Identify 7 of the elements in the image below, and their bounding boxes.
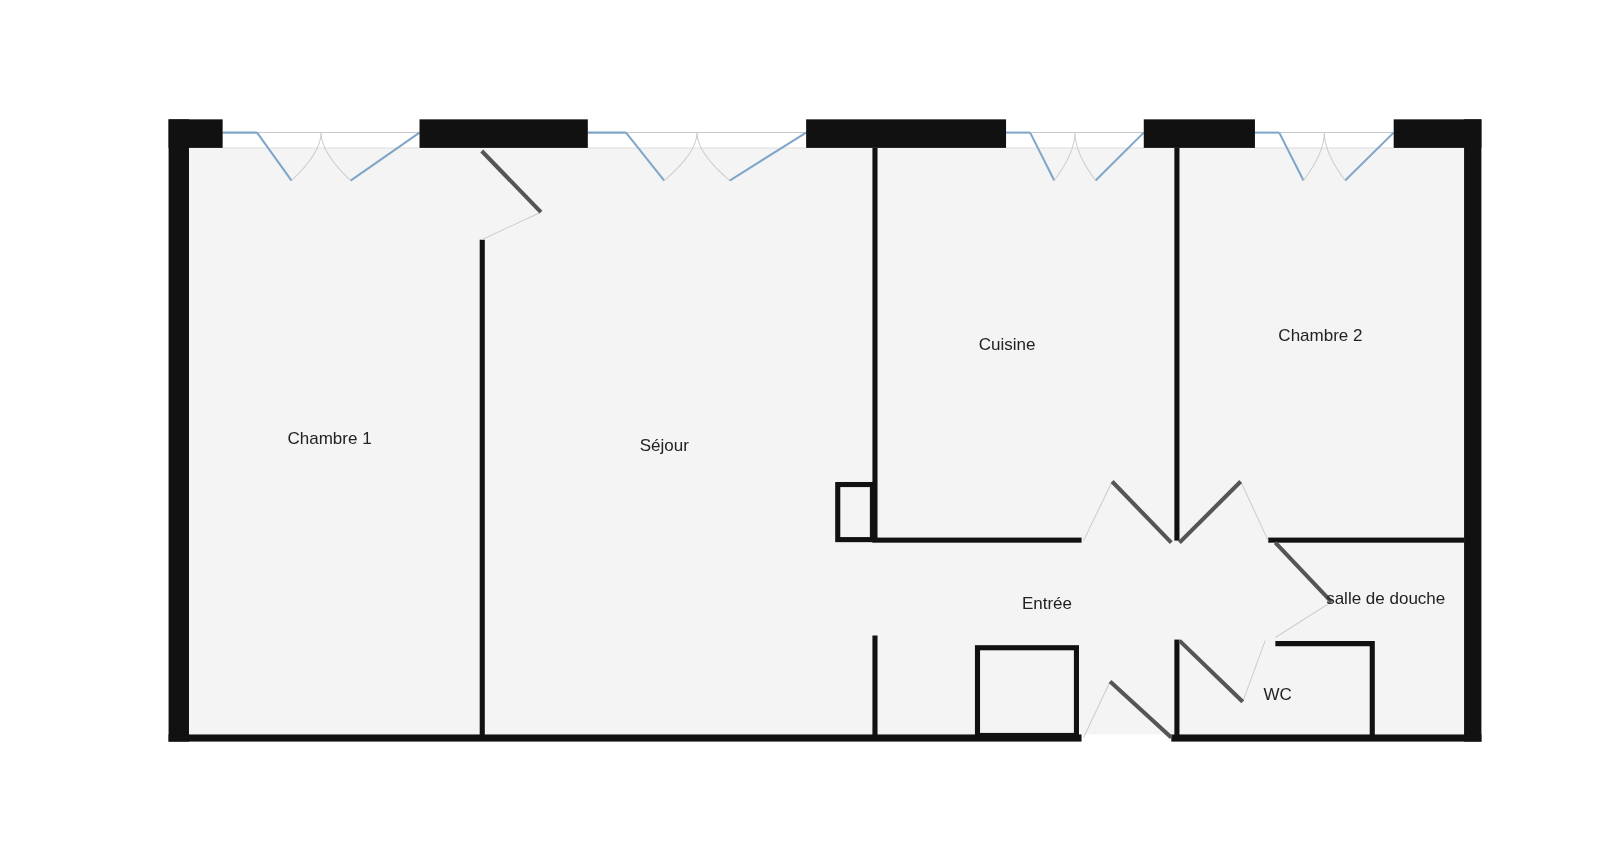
room-label: Entrée	[1021, 593, 1072, 614]
room-label: Chambre 2	[1278, 325, 1363, 346]
room-label: salle de douche	[1326, 588, 1446, 609]
room-label: Cuisine	[978, 334, 1036, 355]
room-label: Chambre 1	[287, 428, 372, 449]
room-label: Séjour	[639, 435, 689, 456]
room-label: WC	[1263, 684, 1292, 705]
